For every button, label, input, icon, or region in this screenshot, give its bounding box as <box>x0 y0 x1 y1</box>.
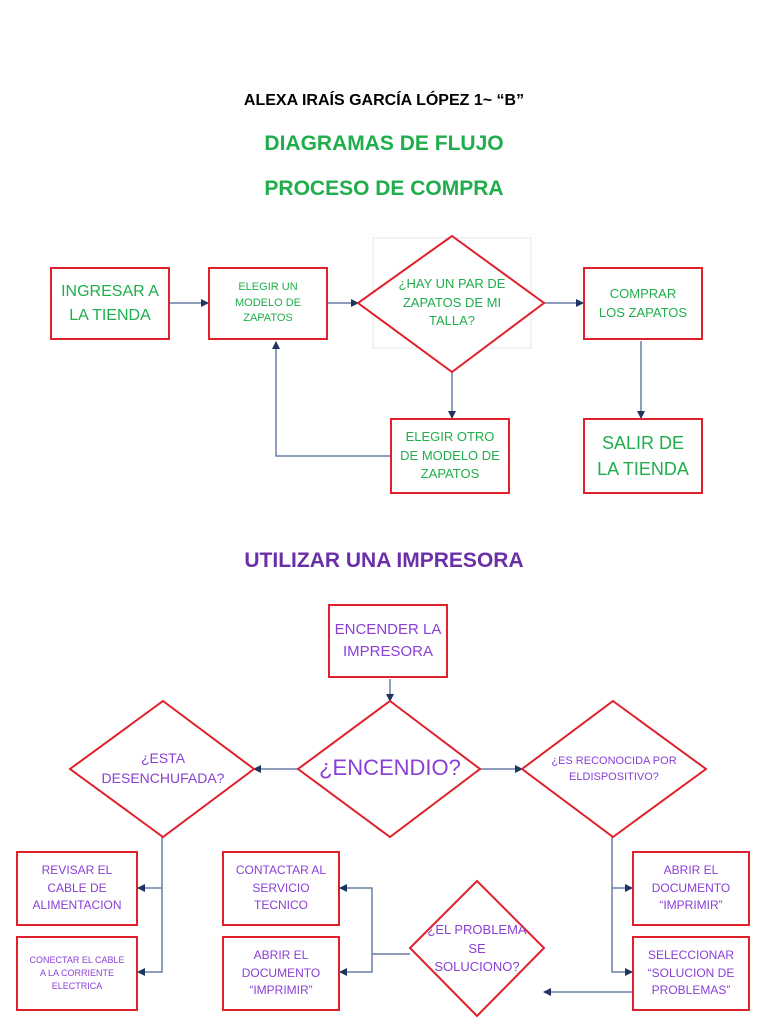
page-title: DIAGRAMAS DE FLUJO <box>264 132 504 155</box>
node-comprar: COMPRAR LOS ZAPATOS <box>583 267 703 340</box>
node-problema: ¿EL PROBLEMA SE SOLUCIONO? <box>427 921 527 975</box>
diamond-reconocida <box>520 699 708 839</box>
node-elegir-modelo: ELEGIR UN MODELO DE ZAPATOS <box>208 267 328 340</box>
node-hay-talla: ¿HAY UN PAR DE ZAPATOS DE MI TALLA? <box>398 275 506 329</box>
diamond-talla <box>356 234 546 374</box>
node-ingresar: INGRESAR A LA TIENDA <box>50 267 170 340</box>
arrow-problema-contactar <box>339 884 410 955</box>
node-abrir-der: ABRIR EL DOCUMENTO “IMPRIMIR” <box>632 851 750 926</box>
node-reconocida: ¿ES RECONOCIDA POR ELDISPOSITIVO? <box>551 755 677 783</box>
arrow-otro-elegir <box>272 341 390 457</box>
section-title-compra: PROCESO DE COMPRA <box>264 177 504 200</box>
arrow-reconocida-seleccionar <box>611 836 633 976</box>
node-seleccionar: SELECCIONAR “SOLUCION DE PROBLEMAS” <box>632 936 750 1011</box>
node-salir: SALIR DE LA TIENDA <box>583 418 703 494</box>
node-encendio: ¿ENCENDIO? <box>319 755 461 781</box>
arrow-desenchufada-conectar <box>137 836 163 976</box>
node-abrir-izq: ABRIR EL DOCUMENTO “IMPRIMIR” <box>222 936 340 1011</box>
arrow-problema-abrir <box>339 954 373 976</box>
node-encender: ENCENDER LA IMPRESORA <box>328 604 448 678</box>
node-contactar: CONTACTAR AL SERVICIO TECNICO <box>222 851 340 926</box>
node-revisar-cable: REVISAR EL CABLE DE ALIMENTACION <box>16 851 138 926</box>
node-conectar-cable: CONECTAR EL CABLE A LA CORRIENTE ELECTRI… <box>16 936 138 1011</box>
diamond-problema <box>408 879 546 1018</box>
diamond-desenchufada <box>68 699 256 839</box>
section-title-impresora: UTILIZAR UNA IMPRESORA <box>244 549 524 572</box>
node-elegir-otro: ELEGIR OTRO DE MODELO DE ZAPATOS <box>390 418 510 494</box>
author-name: ALEXA IRAÍS GARCÍA LÓPEZ 1~ “B” <box>243 92 525 109</box>
node-desenchufada: ¿ESTA DESENCHUFADA? <box>101 749 225 786</box>
diamond-encendio <box>296 699 482 839</box>
